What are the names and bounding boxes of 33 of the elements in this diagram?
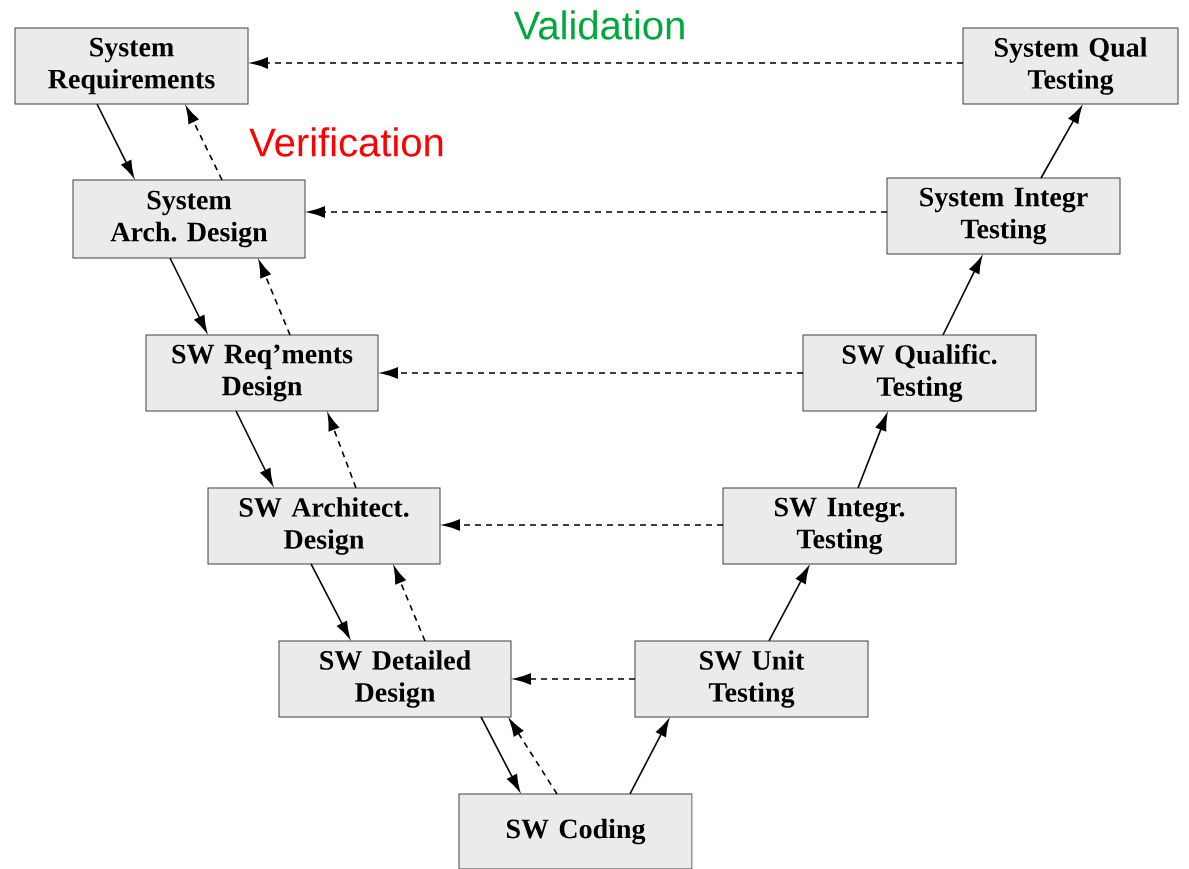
arrow (514, 673, 636, 685)
process-box: System Arch. Design (72, 179, 306, 259)
arrow (235, 410, 273, 486)
arrow (768, 566, 809, 642)
heading: Validation (513, 10, 684, 40)
process-box: SW Architect. Design (207, 487, 441, 565)
arrow (310, 563, 350, 639)
process-box: System Qual Testing (962, 27, 1179, 105)
process-box: SW Unit Testing (634, 640, 869, 718)
arrow (393, 566, 426, 642)
arrow (480, 716, 520, 792)
arrow (96, 103, 134, 178)
process-box: SW Coding (458, 793, 693, 869)
process-box: SW Qualific. Testing (802, 334, 1037, 412)
arrow (509, 719, 558, 795)
heading: Verification (249, 127, 443, 157)
arrow (308, 206, 888, 218)
process-box: SW Detailed Design (278, 640, 512, 718)
process-box: SW Integr. Testing (722, 487, 957, 565)
arrow (258, 260, 291, 336)
process-box: System Integr Testing (886, 177, 1121, 255)
arrow (1040, 106, 1082, 179)
arrow (186, 106, 223, 181)
arrow (381, 367, 804, 379)
arrow (169, 257, 207, 333)
process-box: System Requirements (14, 27, 249, 105)
arrow (443, 519, 724, 531)
arrow (629, 719, 669, 795)
arrow (251, 57, 964, 69)
arrow (327, 414, 357, 489)
arrow (857, 414, 888, 489)
arrow (942, 256, 982, 336)
process-box: SW Req’ments Design (145, 334, 379, 412)
